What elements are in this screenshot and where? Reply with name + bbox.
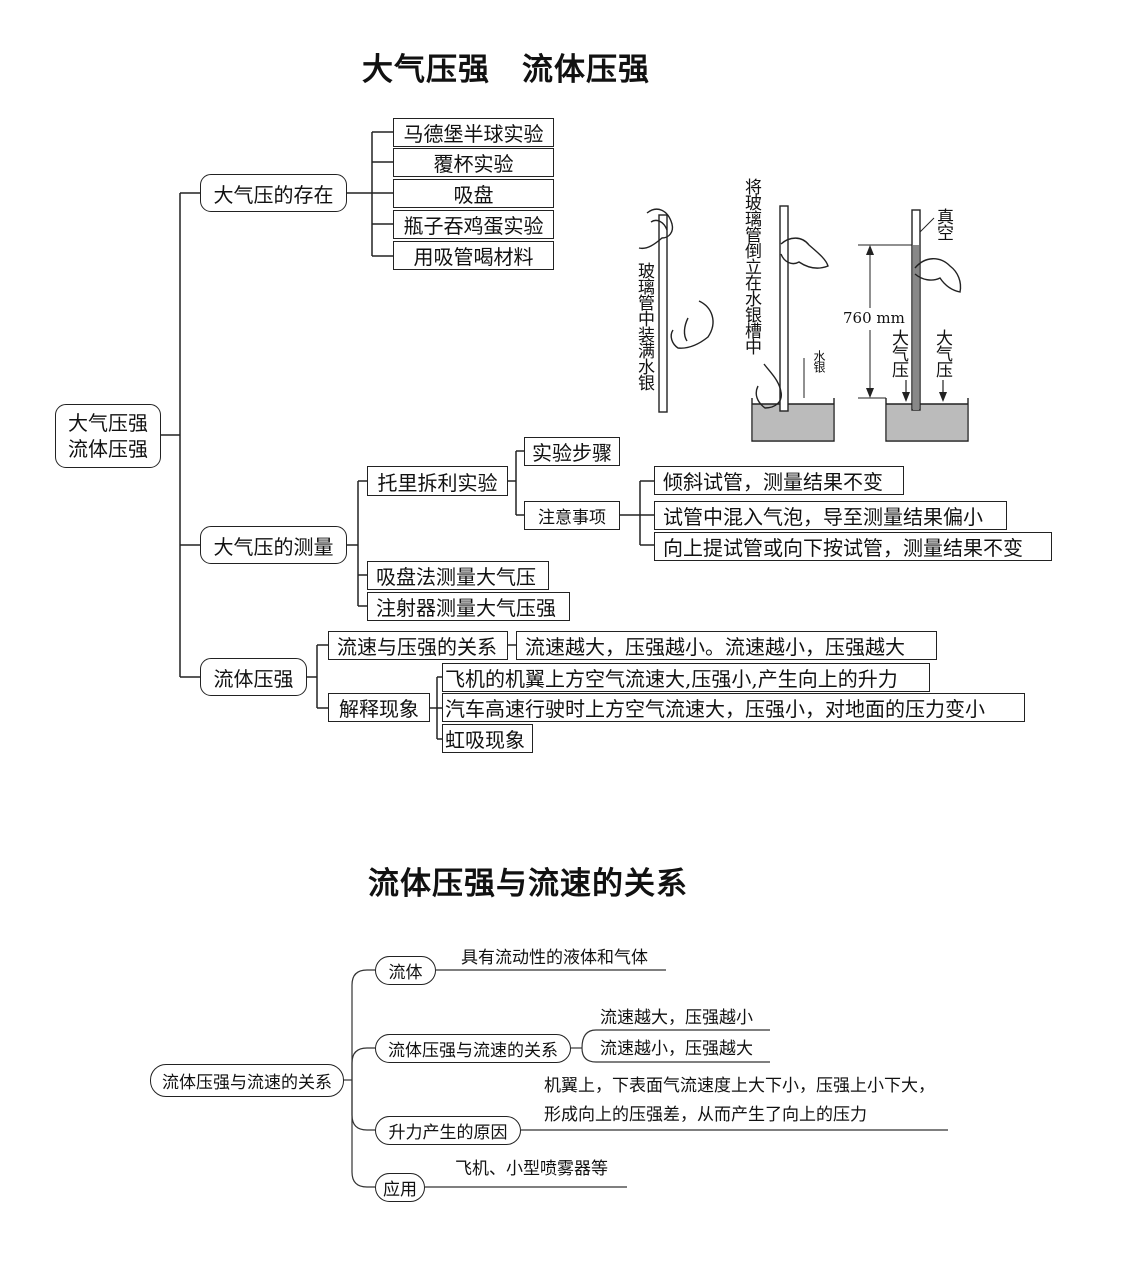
existence-item: 用吸管喝材料 — [393, 241, 554, 270]
suction-node: 吸盘法测量大气压 — [367, 561, 549, 590]
map2-relation-node: 流体压强与流速的关系 — [375, 1034, 571, 1063]
map2-lift-line2: 形成向上的压强差，从而产生了向上的压力 — [544, 1105, 867, 1125]
map2-fluid-desc: 具有流动性的液体和气体 — [461, 948, 648, 968]
figure-step2-label: 将玻璃管倒立在水银槽中 — [741, 178, 761, 354]
explain-node: 解释现象 — [328, 693, 430, 722]
map1-title: 大气压强 流体压强 — [362, 52, 650, 88]
figure-step1-label: 玻璃管中装满水银 — [634, 262, 654, 390]
figure-atm-right: 大气压 — [932, 329, 952, 377]
map1-root-line1: 大气压强 — [68, 411, 148, 435]
map2-title: 流体压强与流速的关系 — [368, 866, 688, 902]
map2-root-node: 流体压强与流速的关系 — [150, 1064, 344, 1097]
syringe-node: 注射器测量大气压强 — [367, 592, 570, 621]
explain-item: 汽车高速行驶时上方空气流速大，压强小，对地面的压力变小 — [442, 693, 1025, 722]
existence-item: 覆杯实验 — [393, 148, 554, 177]
map2-apply-desc: 飞机、小型喷雾器等 — [455, 1159, 608, 1179]
explain-item: 虹吸现象 — [442, 724, 533, 753]
torricelli-figure — [638, 205, 969, 442]
relation-node: 流速与压强的关系 — [328, 631, 508, 660]
torricelli-node: 托里拆利实验 — [367, 466, 508, 496]
relation-value: 流速越大，压强越小。流速越小，压强越大 — [516, 631, 937, 660]
measurement-node: 大气压的测量 — [200, 526, 347, 564]
figure-vacuum-label: 真空 — [933, 208, 953, 240]
figure-atm-left: 大气压 — [888, 329, 908, 377]
map2-lift-node: 升力产生的原因 — [375, 1116, 521, 1145]
notes-node: 注意事项 — [524, 501, 620, 530]
steps-node: 实验步骤 — [524, 437, 620, 466]
figure-mercury-label: 水银 — [812, 350, 826, 372]
map2-relation-item: 流速越大，压强越小 — [600, 1008, 753, 1028]
map1-root-node: 大气压强 流体压强 — [55, 404, 161, 468]
map2-apply-node: 应用 — [375, 1173, 425, 1202]
map2-relation-item: 流速越小，压强越大 — [600, 1039, 753, 1059]
notes-item: 向上提试管或向下按试管，测量结果不变 — [654, 532, 1052, 561]
notes-item: 倾斜试管，测量结果不变 — [654, 466, 904, 495]
fluid-node: 流体压强 — [200, 658, 307, 696]
map1-root-line2: 流体压强 — [68, 437, 148, 461]
figure-height-label: 760 mm — [843, 309, 905, 327]
map2-lift-line1: 机翼上，下表面气流速度上大下小，压强上小下大， — [544, 1076, 935, 1096]
existence-item: 马德堡半球实验 — [393, 118, 554, 147]
existence-node: 大气压的存在 — [200, 174, 347, 212]
existence-item: 吸盘 — [393, 179, 554, 208]
notes-item: 试管中混入气泡，导至测量结果偏小 — [654, 501, 1007, 530]
map2-fluid-node: 流体 — [375, 956, 436, 985]
explain-item: 飞机的机翼上方空气流速大,压强小,产生向上的升力 — [442, 663, 930, 692]
existence-item: 瓶子吞鸡蛋实验 — [393, 210, 554, 239]
